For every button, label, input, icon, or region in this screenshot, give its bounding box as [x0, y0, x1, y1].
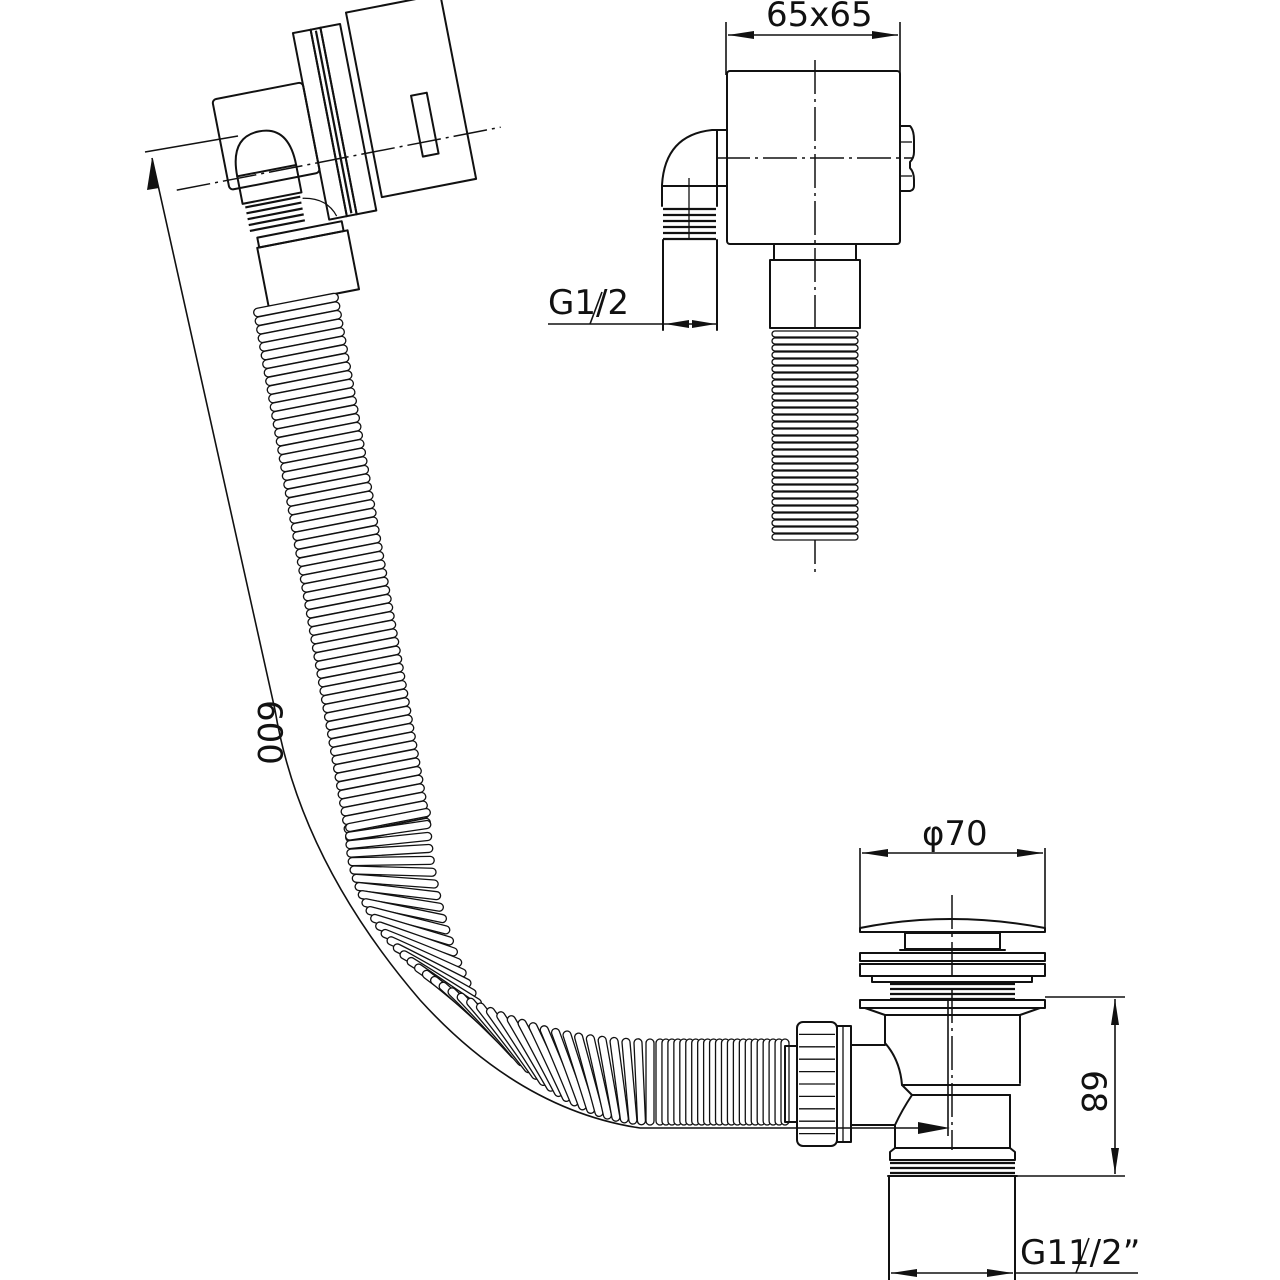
corrugated-hose [253, 292, 798, 1126]
overflow-head-front: 65x65 G1/2 [548, 0, 915, 575]
click-clack-waste: φ70 [851, 814, 1140, 1280]
front-overflow-thread [663, 207, 716, 241]
plug-diameter-label: φ70 [922, 814, 988, 854]
waste-thread-label: G11/2” [1020, 1233, 1140, 1273]
hose-length-dimension: 600 [144, 135, 950, 1136]
overflow-thread-label: G1/2 [548, 283, 629, 323]
hose-length-label: 600 [249, 700, 289, 765]
overflow-head-side [176, 0, 501, 308]
waste-lower-thread [890, 1161, 1015, 1175]
waste-height-label: 68 [1073, 1070, 1113, 1113]
box-size-label: 65x65 [766, 0, 873, 35]
overflow-thread [245, 195, 306, 233]
hose-union-nut [796, 1021, 852, 1147]
